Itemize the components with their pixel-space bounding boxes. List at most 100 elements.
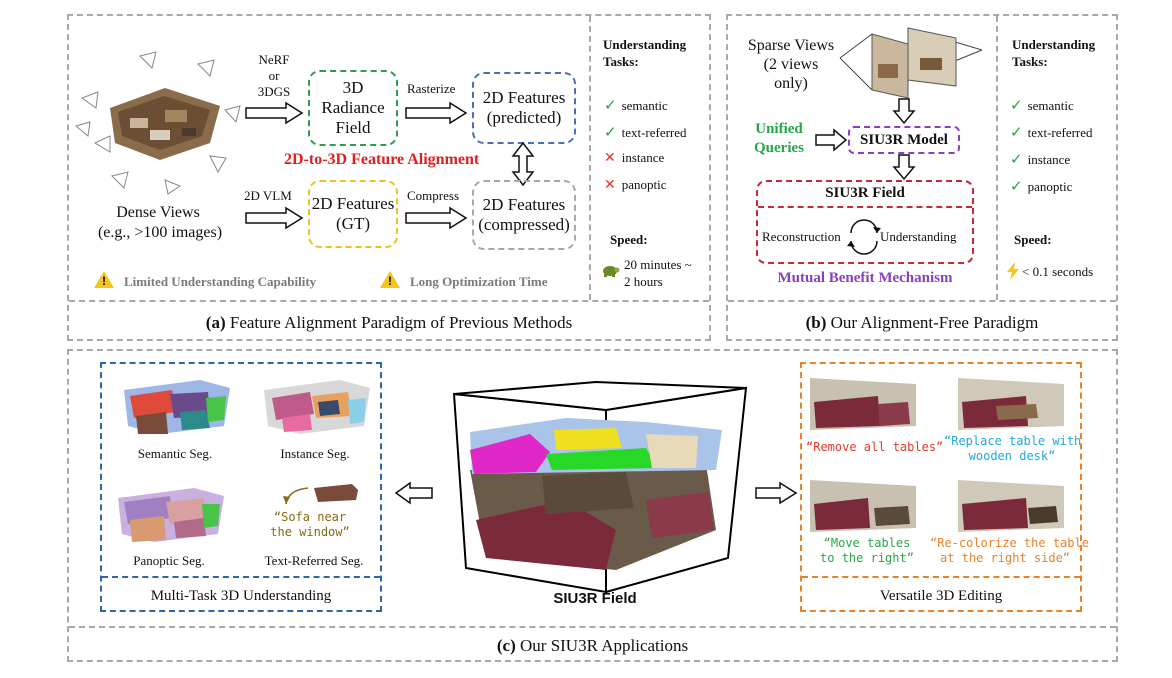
instance-seg-render bbox=[264, 380, 370, 434]
seg-magenta bbox=[470, 434, 550, 474]
multitask-title: Multi-Task 3D Understanding bbox=[150, 588, 332, 604]
task-text-referred: ✓text-referred bbox=[604, 125, 687, 141]
text-seg-arrow bbox=[283, 487, 309, 505]
task-panoptic: ✓panoptic bbox=[1010, 179, 1073, 195]
scene-armchair bbox=[646, 492, 714, 538]
unified-queries-label: Unified Queries bbox=[754, 121, 804, 156]
siu3r-model-box: SIU3R Model bbox=[848, 126, 960, 154]
panel-a-caption: (a) Feature Alignment Paradigm of Previo… bbox=[205, 313, 573, 332]
sparse-views-label: Sparse Views (2 views only) bbox=[747, 37, 835, 92]
scene-table bbox=[542, 472, 634, 514]
turtle-icon bbox=[603, 266, 620, 277]
cross-icon: ✕ bbox=[604, 178, 616, 193]
features-predicted-box: 2D Features (predicted) bbox=[472, 72, 576, 144]
warning-long-text: Long Optimization Time bbox=[410, 274, 548, 289]
panel-b-speed-value: < 0.1 seconds bbox=[1022, 264, 1094, 279]
check-icon: ✓ bbox=[604, 98, 617, 114]
panel-a-speed-title: Speed: bbox=[610, 232, 648, 247]
rasterize-label: Rasterize bbox=[407, 81, 456, 96]
arrow-right-editing bbox=[755, 481, 798, 505]
arrow-to-radiance bbox=[245, 101, 304, 125]
double-arrow-alignment bbox=[511, 141, 535, 187]
task-panoptic: ✕panoptic bbox=[604, 177, 667, 193]
instance-seg-label: Instance Seg. bbox=[280, 446, 350, 461]
arrow-down-model bbox=[892, 98, 916, 125]
features-gt-box: 2D Features (GT) bbox=[308, 180, 398, 248]
task-text-referred: ✓text-referred bbox=[1010, 125, 1093, 141]
siu3r-field-box bbox=[756, 180, 974, 264]
panel-b-caption-divider bbox=[728, 300, 1116, 302]
arrow-down-field bbox=[892, 154, 916, 181]
lightning-icon bbox=[1007, 262, 1019, 280]
editing-divider bbox=[802, 576, 1080, 578]
multitask-divider bbox=[102, 576, 380, 578]
radiance-field-box: 3D Radiance Field bbox=[308, 70, 398, 146]
view-2 bbox=[907, 27, 957, 87]
task-instance: ✕instance bbox=[604, 150, 665, 166]
task-instance: ✓instance bbox=[1010, 152, 1071, 168]
understanding-label: Understanding bbox=[880, 229, 957, 244]
panoptic-seg-label: Panoptic Seg. bbox=[133, 553, 205, 568]
seg-yellow bbox=[554, 428, 622, 450]
check-icon: ✓ bbox=[1010, 179, 1023, 195]
text-seg-render bbox=[314, 484, 358, 502]
vlm-label: 2D VLM bbox=[244, 188, 292, 203]
alignment-title: 2D-to-3D Feature Alignment bbox=[284, 151, 480, 168]
multitask-box bbox=[100, 362, 382, 612]
check-icon: ✓ bbox=[1010, 152, 1023, 168]
panel-a-caption-divider bbox=[69, 300, 709, 302]
warning-icon bbox=[380, 271, 400, 288]
arrow-to-gt bbox=[245, 206, 304, 230]
mechanism-label: Mutual Benefit Mechanism bbox=[777, 270, 953, 286]
semantic-seg-label: Semantic Seg. bbox=[137, 446, 213, 461]
nerf-label: NeRF or 3DGS bbox=[257, 52, 291, 99]
check-icon: ✓ bbox=[604, 125, 617, 141]
edit-replace-render bbox=[958, 378, 1064, 430]
check-icon: ✓ bbox=[1010, 125, 1023, 141]
panel-a-speed-value: 20 minutes ~ 2 hours bbox=[624, 257, 692, 289]
edit-replace-text: “Replace table with wooden desk” bbox=[944, 434, 1082, 463]
edit-move-text: “Move tables to the right” bbox=[820, 536, 914, 565]
siu3r-field-title: SIU3R Field bbox=[825, 185, 905, 201]
cube-top-face bbox=[453, 380, 747, 412]
dense-views-sub: (e.g., >100 images) bbox=[97, 224, 223, 241]
seg-beige bbox=[646, 434, 698, 468]
panel-c-frame bbox=[67, 349, 1118, 662]
task-semantic: ✓semantic bbox=[604, 98, 668, 114]
panel-b-tasks-frame bbox=[996, 16, 1116, 300]
text-query: “Sofa near the window” bbox=[270, 510, 350, 539]
panel-a-frame bbox=[67, 14, 711, 341]
siu3r-field-cube bbox=[452, 380, 748, 594]
seg-green bbox=[546, 448, 658, 470]
warning-limited: Limited Understanding Capability bbox=[94, 271, 316, 290]
panel-b-frame bbox=[726, 14, 1118, 341]
reconstruction-label: Reconstruction bbox=[762, 229, 841, 244]
warning-limited-text: Limited Understanding Capability bbox=[124, 274, 317, 289]
panel-c-caption-divider bbox=[69, 626, 1116, 628]
panel-b-tasks-title: Understanding Tasks: bbox=[1012, 37, 1096, 69]
arrow-queries-model bbox=[815, 128, 848, 152]
task-semantic: ✓semantic bbox=[1010, 98, 1074, 114]
edit-remove-text: “Remove all tables” bbox=[806, 440, 944, 454]
features-compressed-box: 2D Features (compressed) bbox=[472, 180, 576, 250]
panel-b-caption: (b) Our Alignment-Free Paradigm bbox=[805, 313, 1039, 332]
sparse-views-images bbox=[839, 27, 983, 99]
warning-icon bbox=[94, 271, 114, 288]
siu3r-field-divider bbox=[758, 206, 972, 208]
warning-long: Long Optimization Time bbox=[380, 271, 547, 290]
editing-box bbox=[800, 362, 1082, 612]
panel-b-speed-title: Speed: bbox=[1014, 232, 1052, 247]
compress-label: Compress bbox=[407, 188, 459, 203]
siu3r-field-label: SIU3R Field bbox=[553, 590, 637, 607]
arrow-compress bbox=[405, 206, 468, 230]
arrow-left-multitask bbox=[394, 481, 433, 505]
mutual-cycle-icon bbox=[847, 219, 881, 255]
panel-a-tasks-title: Understanding Tasks: bbox=[603, 37, 687, 69]
check-icon: ✓ bbox=[1010, 98, 1023, 114]
panel-a-tasks-frame bbox=[589, 16, 709, 300]
dense-views-label: Dense Views bbox=[116, 204, 200, 221]
edit-move-render bbox=[810, 480, 916, 532]
edit-recolor-render bbox=[958, 480, 1064, 532]
camera-frustums bbox=[74, 51, 241, 195]
text-seg-label: Text-Referred Seg. bbox=[264, 553, 364, 568]
